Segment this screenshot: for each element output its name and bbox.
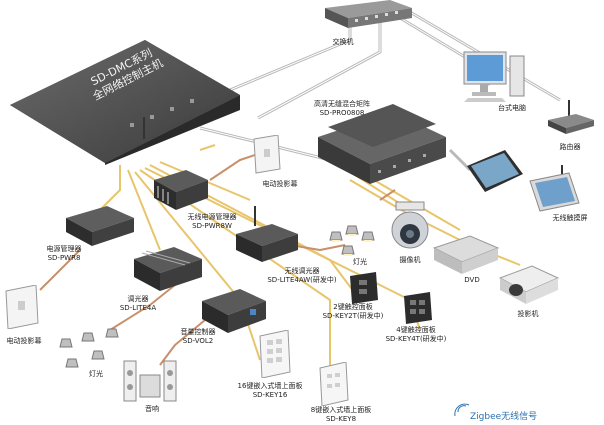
control-cable-dimmer [127, 169, 161, 251]
power-mgr-desc: 电源管理器 [46, 245, 82, 253]
speaker-label: 音响 [145, 405, 159, 413]
volume-label: 音量控制器 SD-VOL2 [176, 328, 220, 346]
router-device [548, 100, 594, 134]
key16-panel-device [259, 330, 291, 378]
screen-top-label: 电动投影幕 [262, 180, 298, 188]
key8-desc: 8键嵌入式墙上面板 [310, 406, 372, 414]
key4-model: SD-KEY4T(研发中) [385, 335, 447, 343]
volume-model: SD-VOL2 [182, 337, 214, 345]
matrix-desc: 高清无缝混合矩阵 [314, 100, 370, 108]
wireless-dimmer-label: 无线调光器 SD-LITE4AW(研发中) [264, 267, 340, 285]
network-cable-matrix-tablet [448, 148, 472, 172]
control-cable-screen [199, 144, 216, 151]
dvd-device [432, 235, 500, 274]
power-mgr-model: SD-PWR8 [47, 254, 81, 262]
key16-model: SD-KEY16 [252, 391, 288, 399]
power-cable-matrix-out [379, 189, 396, 201]
key4-label: 4键触控面板 SD-KEY4T(研发中) [378, 326, 454, 344]
desktop-pc-device [463, 51, 525, 102]
main-host-device [10, 40, 240, 165]
tablet-device [467, 150, 523, 192]
power-cable-screen-left [39, 249, 81, 291]
power-mgr-label: 电源管理器 SD-PWR8 [42, 245, 86, 263]
power-cable-screen-top [209, 154, 256, 181]
dimmer-device [134, 247, 202, 291]
power-manager-device [66, 206, 134, 246]
key8-panel-device [319, 362, 349, 406]
zigbee-legend: Zigbee无线信号 [470, 412, 538, 422]
matrix-device [318, 104, 446, 184]
power-wireless-label: 无线电源管理器 SD-PWR8W [178, 213, 246, 231]
power-cable-lights-bottom [109, 284, 176, 331]
power-wireless-model: SD-PWR8W [192, 222, 232, 230]
dimmer-label: 调光器 SD-LITE4A [118, 295, 158, 313]
key16-desc: 16键嵌入式墙上面板 [237, 382, 303, 390]
projection-screen-top-device [253, 135, 281, 174]
zigbee-arcs [454, 403, 470, 417]
key2-desc: 2键触控面板 [333, 303, 373, 311]
volume-controller-device [202, 289, 266, 333]
speaker-device [123, 360, 177, 402]
camera-device [391, 201, 429, 249]
pc-label: 台式电脑 [498, 104, 526, 112]
wireless-dimmer-desc: 无线调光器 [284, 267, 320, 275]
power-wireless-desc: 无线电源管理器 [187, 213, 237, 221]
control-cable-key8 [139, 169, 331, 380]
switch-label: 交换机 [332, 38, 354, 46]
lights-top-label: 灯光 [353, 258, 367, 266]
power-cable-speaker [159, 319, 206, 366]
lights-bottom-device [59, 328, 119, 368]
key2-panel-device [350, 272, 378, 304]
power-cable-lights-top [289, 244, 346, 251]
router-label: 路由器 [559, 143, 581, 151]
projector-label: 投影机 [517, 310, 539, 318]
screen-left-label: 电动投影幕 [6, 337, 42, 345]
key16-label: 16键嵌入式墙上面板 SD-KEY16 [232, 382, 308, 400]
matrix-model: SD-PRO0808 [319, 109, 365, 117]
projection-screen-left-device [5, 285, 39, 329]
dvd-label: DVD [464, 276, 480, 284]
wireless-dimmer-model: SD-LITE4AW(研发中) [267, 276, 337, 284]
control-cable-dvd [359, 171, 461, 231]
wireless-power-manager-device [154, 170, 208, 210]
power-cables [39, 154, 396, 366]
matrix-label: 高清无缝混合矩阵 SD-PRO0808 [310, 100, 374, 118]
wireless-touch-screen-device [529, 165, 580, 212]
switch-device [325, 0, 412, 28]
projector-device [498, 265, 560, 304]
wireless-touch-label: 无线触摸屏 [552, 214, 588, 222]
camera-label: 摄像机 [399, 256, 421, 264]
key8-label: 8键嵌入式墙上面板 SD-KEY8 [306, 406, 376, 424]
key4-panel-device [404, 292, 432, 324]
key2-model: SD-KEY2T(研发中) [322, 312, 384, 320]
wireless-dimmer-device [236, 206, 298, 262]
volume-desc: 音量控制器 [180, 328, 216, 336]
lights-bottom-label: 灯光 [89, 370, 103, 378]
key8-model: SD-KEY8 [325, 415, 357, 423]
dimmer-desc: 调光器 [127, 295, 149, 303]
key4-desc: 4键触控面板 [396, 326, 436, 334]
lights-top-device [329, 225, 375, 256]
dimmer-model: SD-LITE4A [119, 304, 157, 312]
control-cable-key2 [149, 164, 361, 301]
key2-label: 2键触控面板 SD-KEY2T(研发中) [315, 303, 391, 321]
